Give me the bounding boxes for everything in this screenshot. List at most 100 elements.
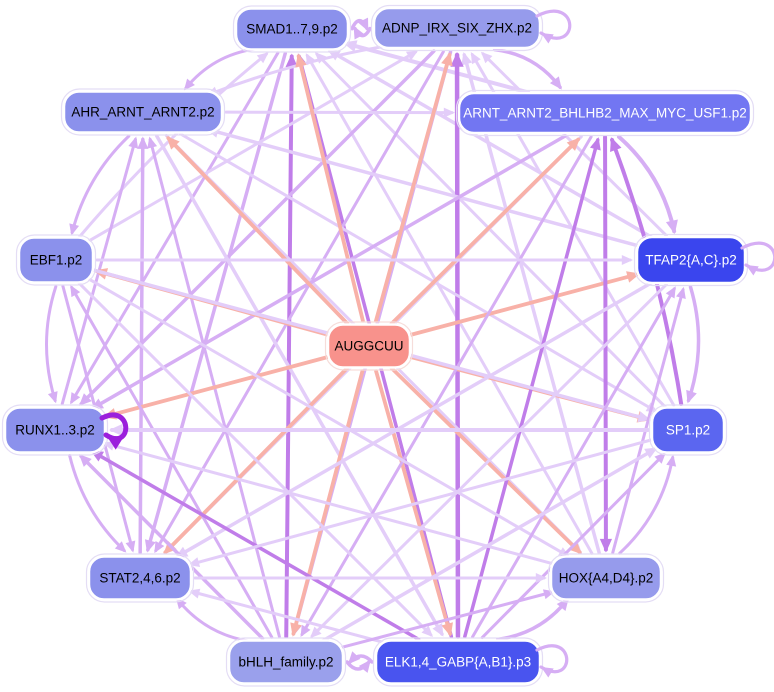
edge-arrowhead bbox=[285, 53, 298, 68]
edge-arrowhead bbox=[295, 53, 307, 68]
edge-arrowhead bbox=[79, 393, 92, 406]
edge-elk-stat bbox=[188, 588, 396, 647]
edge-arrowhead bbox=[665, 219, 678, 235]
edge-ahr-ebf1 bbox=[69, 134, 131, 236]
node-outline-ring bbox=[225, 637, 347, 687]
node-outline-ring bbox=[85, 553, 195, 603]
edge-arrowhead bbox=[114, 541, 127, 553]
edge-mirna-hox bbox=[389, 366, 582, 555]
edge-bhlh-sp1 bbox=[320, 447, 658, 644]
edge-arrowhead bbox=[69, 223, 80, 236]
edge-mirna-tfap2 bbox=[407, 271, 641, 338]
edge-arrowhead bbox=[421, 625, 433, 637]
edge-adnp-stat bbox=[154, 50, 445, 554]
edge-arrowhead bbox=[432, 623, 444, 637]
edge-hox-tfap2 bbox=[611, 286, 686, 555]
node-adnp[interactable]: ADNP_IRX_SIX_ZHX.p2 bbox=[370, 4, 544, 52]
node-label: ELK1,4_GABP{A,B1}.p3 bbox=[385, 655, 531, 670]
self-loop-elk bbox=[535, 644, 569, 678]
node-label: SMAD1..7,9.p2 bbox=[246, 22, 338, 37]
edge-ebf1-adnp bbox=[85, 50, 419, 244]
node-box bbox=[374, 639, 542, 685]
edge-arnt-bhlh bbox=[300, 135, 593, 638]
edge-tfap2-stat bbox=[175, 279, 657, 559]
edge-arrowhead bbox=[106, 435, 124, 450]
node-box bbox=[87, 555, 193, 601]
edge-arrowhead bbox=[480, 51, 493, 64]
node-outline-ring bbox=[324, 321, 414, 371]
edge-arrowhead bbox=[441, 52, 453, 67]
edge-arrowhead bbox=[541, 667, 554, 678]
node-smad[interactable]: SMAD1..7,9.p2 bbox=[232, 5, 352, 53]
node-bhlh[interactable]: bHLH_family.p2 bbox=[225, 637, 347, 687]
edge-mirna-runx bbox=[102, 354, 331, 420]
node-label: bHLH_family.p2 bbox=[238, 655, 333, 670]
node-stat[interactable]: STAT2,4,6.p2 bbox=[85, 553, 195, 603]
edge-bhlh-smad bbox=[284, 53, 298, 639]
edge-bhlh-runx bbox=[78, 454, 265, 641]
self-loops-layer bbox=[99, 9, 774, 678]
edge-arnt-tfap2 bbox=[616, 134, 678, 235]
edge-adnp-smad bbox=[353, 25, 372, 40]
edge-mirna-ahr bbox=[166, 136, 350, 326]
edge-stat-hox bbox=[193, 572, 547, 584]
edge-sp1-stat bbox=[187, 438, 653, 568]
edge-arrowhead bbox=[405, 50, 419, 61]
node-sp1[interactable]: SP1.p2 bbox=[648, 404, 728, 456]
node-runx[interactable]: RUNX1..3.p2 bbox=[1, 404, 109, 456]
edge-runx-stat bbox=[68, 454, 127, 553]
edge-arrowhead bbox=[137, 136, 149, 149]
edge-arrowhead bbox=[78, 454, 92, 467]
node-label: RUNX1..3.p2 bbox=[15, 423, 95, 438]
edge-arrowhead bbox=[610, 137, 622, 153]
edge-arrowhead bbox=[568, 540, 582, 555]
edge-ebf1-elk bbox=[76, 280, 433, 637]
edge-arrowhead bbox=[654, 452, 666, 464]
edge-arrowhead bbox=[599, 538, 613, 553]
node-label: STAT2,4,6.p2 bbox=[99, 571, 180, 586]
node-box bbox=[549, 555, 663, 601]
edge-arrowhead bbox=[621, 254, 633, 266]
edge-mirna-smad bbox=[295, 53, 365, 323]
edge-arrowhead bbox=[347, 651, 361, 665]
self-loop-runx bbox=[99, 412, 129, 450]
node-elk[interactable]: ELK1,4_GABP{A,B1}.p3 bbox=[372, 637, 544, 687]
edge-sp1-runx bbox=[109, 423, 650, 437]
edge-arrowhead bbox=[566, 137, 581, 151]
edge-arrowhead bbox=[187, 557, 201, 568]
node-tfap2[interactable]: TFAP2{A,C}.p2 bbox=[633, 233, 749, 287]
edge-ahr-elk bbox=[155, 134, 444, 637]
node-box bbox=[326, 323, 412, 369]
node-label: HOX{A4,D4}.p2 bbox=[559, 571, 654, 586]
edge-arrowhead bbox=[535, 572, 547, 584]
nodes-layer: SMAD1..7,9.p2 ADNP_IRX_SIX_ZHX.p2AHR_ARNT… bbox=[1, 4, 755, 687]
edge-arrowhead bbox=[441, 622, 453, 637]
node-box bbox=[227, 639, 345, 685]
node-box bbox=[457, 91, 753, 135]
node-label: AHR_ARNT_ARNT2.p2 bbox=[71, 105, 214, 120]
edge-arrowhead bbox=[665, 286, 676, 299]
node-outline-ring bbox=[455, 89, 755, 137]
edge-arrowhead bbox=[188, 588, 201, 599]
edge-arrowhead bbox=[128, 136, 139, 149]
node-box bbox=[62, 90, 224, 134]
edge-arrowhead bbox=[443, 107, 456, 118]
node-hox[interactable]: HOX{A4,D4}.p2 bbox=[547, 553, 665, 603]
edge-arrowhead bbox=[310, 626, 322, 639]
edge-arrowhead bbox=[746, 265, 759, 276]
node-label: AUGGCUU bbox=[334, 339, 403, 354]
node-ebf1[interactable]: EBF1.p2 bbox=[15, 234, 97, 286]
node-ahr[interactable]: AHR_ARNT_ARNT2.p2 bbox=[60, 88, 226, 136]
node-outline-ring bbox=[15, 234, 97, 286]
edge-ebf1-runx bbox=[45, 285, 58, 404]
edge-arrowhead bbox=[144, 539, 156, 553]
node-mirna[interactable]: AUGGCUU bbox=[324, 321, 414, 371]
edge-arrowhead bbox=[644, 447, 658, 459]
edge-arrowhead bbox=[626, 271, 641, 283]
node-arnt[interactable]: ARNT_ARNT2_BHLHB2_MAX_MYC_USF1.p2 bbox=[455, 89, 755, 137]
edge-arrowhead bbox=[541, 33, 554, 44]
node-label: SP1.p2 bbox=[666, 423, 710, 438]
edge-hox-sp1 bbox=[618, 454, 677, 555]
edge-sp1-smad bbox=[314, 52, 668, 410]
